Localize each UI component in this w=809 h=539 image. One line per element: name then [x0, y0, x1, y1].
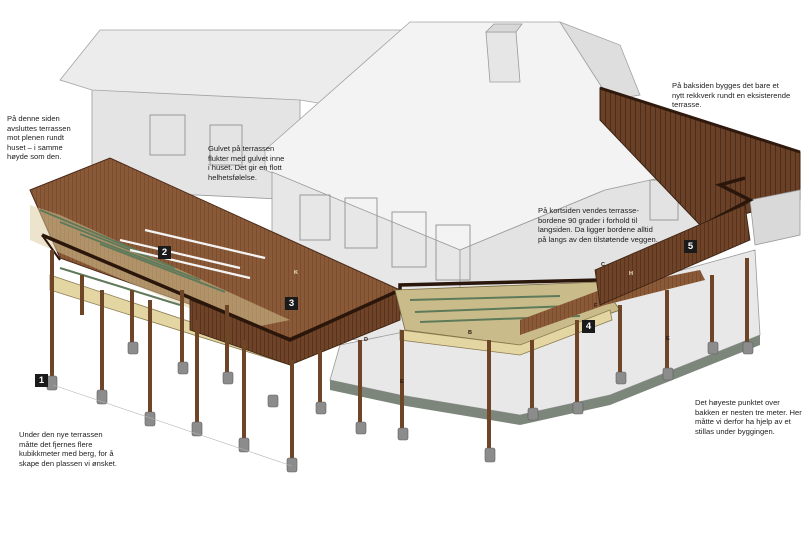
badge-2: 2 [158, 246, 171, 259]
letter-f: F [594, 303, 598, 309]
badge-1: 1 [35, 374, 48, 387]
note-highest-point: Det høyeste punktet over bakken er neste… [695, 398, 802, 436]
note-left-side: På denne siden avsluttes terrassen mot p… [7, 114, 71, 162]
note-short-side: På kortsiden vendes terrasse-bordene 90 … [538, 206, 658, 244]
note-floor-level: Gulvet på terrassen flukter med gulvet i… [208, 144, 285, 182]
letter-e-right: E [666, 336, 670, 342]
letter-b: B [468, 330, 472, 336]
letter-k: K [294, 270, 298, 276]
badge-3: 3 [285, 297, 298, 310]
top-rail [41, 176, 754, 342]
letter-c: C [601, 262, 605, 268]
badge-5: 5 [684, 240, 697, 253]
letter-e-left: E [400, 379, 404, 385]
badge-4: 4 [582, 320, 595, 333]
back-railing [599, 86, 801, 246]
note-back-side: På baksiden bygges det bare et nytt rekk… [672, 81, 791, 110]
left-deck [29, 157, 754, 366]
letter-h: H [629, 271, 633, 277]
house-roof-ridge [559, 21, 641, 101]
posts [46, 250, 754, 473]
chimney [485, 31, 521, 83]
letter-d: D [364, 337, 368, 343]
right-deck [394, 204, 751, 356]
note-under-terrace: Under den nye terrassen måtte det fjerne… [19, 430, 117, 468]
